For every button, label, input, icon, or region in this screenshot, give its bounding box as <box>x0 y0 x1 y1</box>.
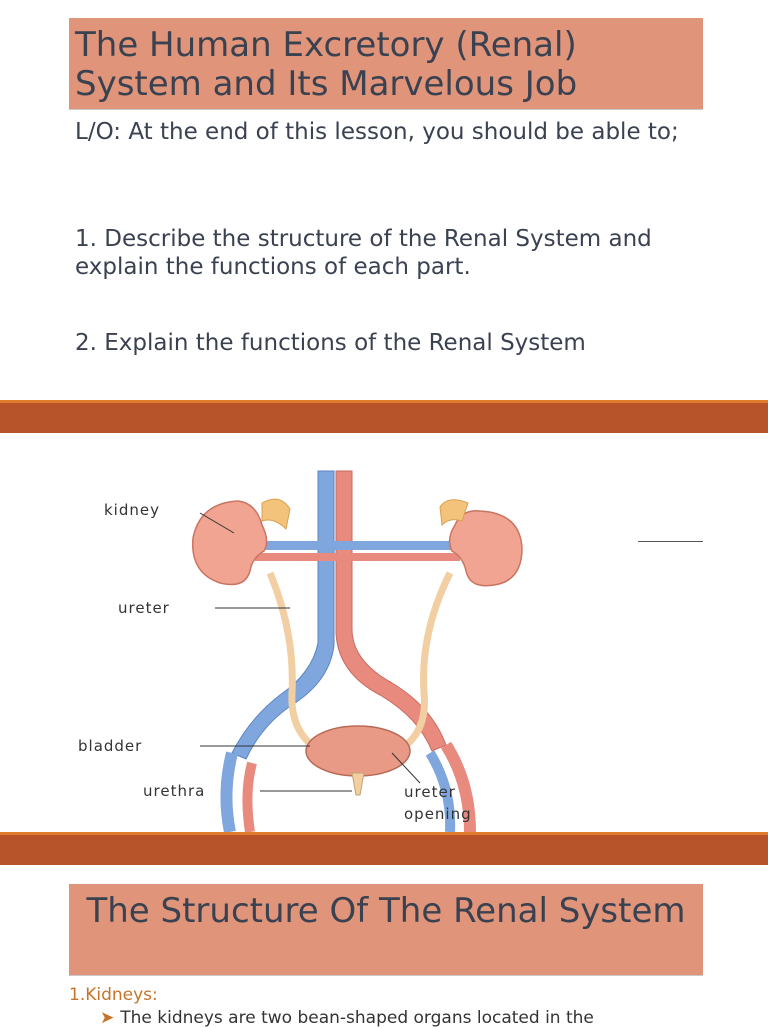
label-kidney: kidney <box>104 501 160 519</box>
right-adrenal <box>439 499 469 527</box>
bullet-item: ➤The kidneys are two bean-shaped organs … <box>100 1008 700 1028</box>
decorative-rule <box>638 541 703 542</box>
right-iliac-vein <box>425 750 456 832</box>
objective-2: 2. Explain the functions of the Renal Sy… <box>75 330 586 356</box>
renal-diagram-svg: kidney ureter bladder urethra ureter ope… <box>78 470 523 832</box>
aorta <box>335 470 447 752</box>
right-ureter <box>396 571 454 755</box>
slide3-title-box: The Structure Of The Renal System <box>69 884 703 976</box>
bullet-text: The kidneys are two bean-shaped organs l… <box>120 1008 594 1028</box>
left-iliac-artery <box>242 761 257 832</box>
left-adrenal <box>261 498 291 531</box>
objective-1: 1. Describe the structure of the Renal S… <box>75 226 652 280</box>
kidney-leader <box>199 512 235 534</box>
slide1-title: The Human Excretory (Renal) System and I… <box>75 25 578 104</box>
renal-artery <box>255 553 460 561</box>
left-kidney <box>192 500 268 586</box>
slide3-title: The Structure Of The Renal System <box>86 891 686 931</box>
ureter-opening-leader <box>391 752 421 784</box>
renal-system-diagram: kidney ureter bladder urethra ureter ope… <box>0 433 768 832</box>
section-heading-kidneys: 1.Kidneys: <box>69 985 158 1005</box>
vena-cava <box>231 470 335 760</box>
label-ureter-opening-2: opening <box>404 805 472 823</box>
learning-objective-intro: L/O: At the end of this lesson, you shou… <box>75 119 679 145</box>
left-ureter <box>266 571 322 755</box>
bladder <box>305 725 411 777</box>
renal-vein <box>255 541 460 550</box>
right-kidney <box>448 510 523 587</box>
slide-divider <box>0 832 768 865</box>
arrow-bullet-icon: ➤ <box>100 1008 115 1028</box>
label-ureter: ureter <box>118 599 170 617</box>
slide1-title-box: The Human Excretory (Renal) System and I… <box>69 18 703 110</box>
urethra <box>351 772 365 796</box>
slide-divider <box>0 400 768 433</box>
right-iliac-artery <box>440 741 476 832</box>
label-bladder: bladder <box>78 737 142 755</box>
label-ureter-opening-1: ureter <box>404 783 456 801</box>
label-urethra: urethra <box>143 782 205 800</box>
left-iliac-vein <box>220 751 238 832</box>
